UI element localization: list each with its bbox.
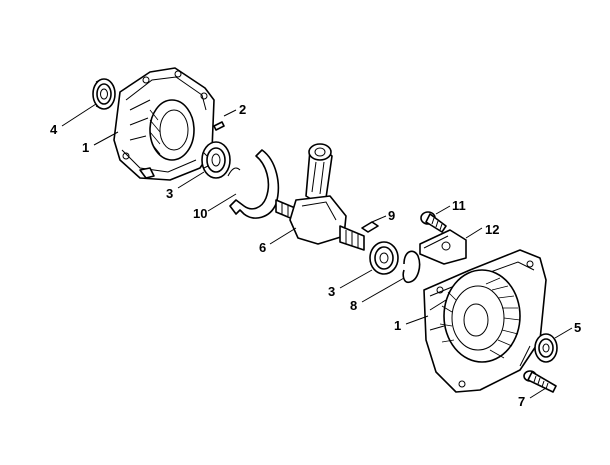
callout-1-upper: 1 <box>82 140 89 155</box>
leader-lines <box>61 103 573 399</box>
crankshaft-part-6 <box>275 143 365 251</box>
callout-7: 7 <box>518 394 525 409</box>
callout-1-lower: 1 <box>394 318 401 333</box>
screw-part-11 <box>420 211 447 233</box>
callout-5: 5 <box>574 320 581 335</box>
callout-3-upper: 3 <box>166 186 173 201</box>
circlip-part-10 <box>227 149 280 219</box>
snap-ring-part-8 <box>402 250 421 284</box>
bracket-part-12 <box>419 229 467 265</box>
ball-bearing-lower-part-3 <box>369 241 399 275</box>
oil-seal-part-4 <box>92 78 116 110</box>
callout-labels: 4 1 2 3 10 6 9 11 12 3 8 1 5 7 <box>50 102 581 409</box>
callout-9: 9 <box>388 208 395 223</box>
callout-3-lower: 3 <box>328 284 335 299</box>
callout-10: 10 <box>193 206 207 221</box>
pin-part-2 <box>213 121 225 131</box>
screw-part-7 <box>523 370 557 393</box>
crankcase-half-upper-part-1 <box>113 67 215 181</box>
ball-bearing-upper-part-3 <box>201 141 231 179</box>
callout-11: 11 <box>452 198 466 213</box>
callout-6: 6 <box>259 240 266 255</box>
callout-8: 8 <box>350 298 357 313</box>
callout-4: 4 <box>50 122 58 137</box>
oil-seal-part-5 <box>534 333 558 363</box>
key-part-9 <box>361 221 379 233</box>
callout-12: 12 <box>485 222 499 237</box>
crankcase-half-lower-part-1 <box>423 249 547 393</box>
callout-2: 2 <box>239 102 246 117</box>
